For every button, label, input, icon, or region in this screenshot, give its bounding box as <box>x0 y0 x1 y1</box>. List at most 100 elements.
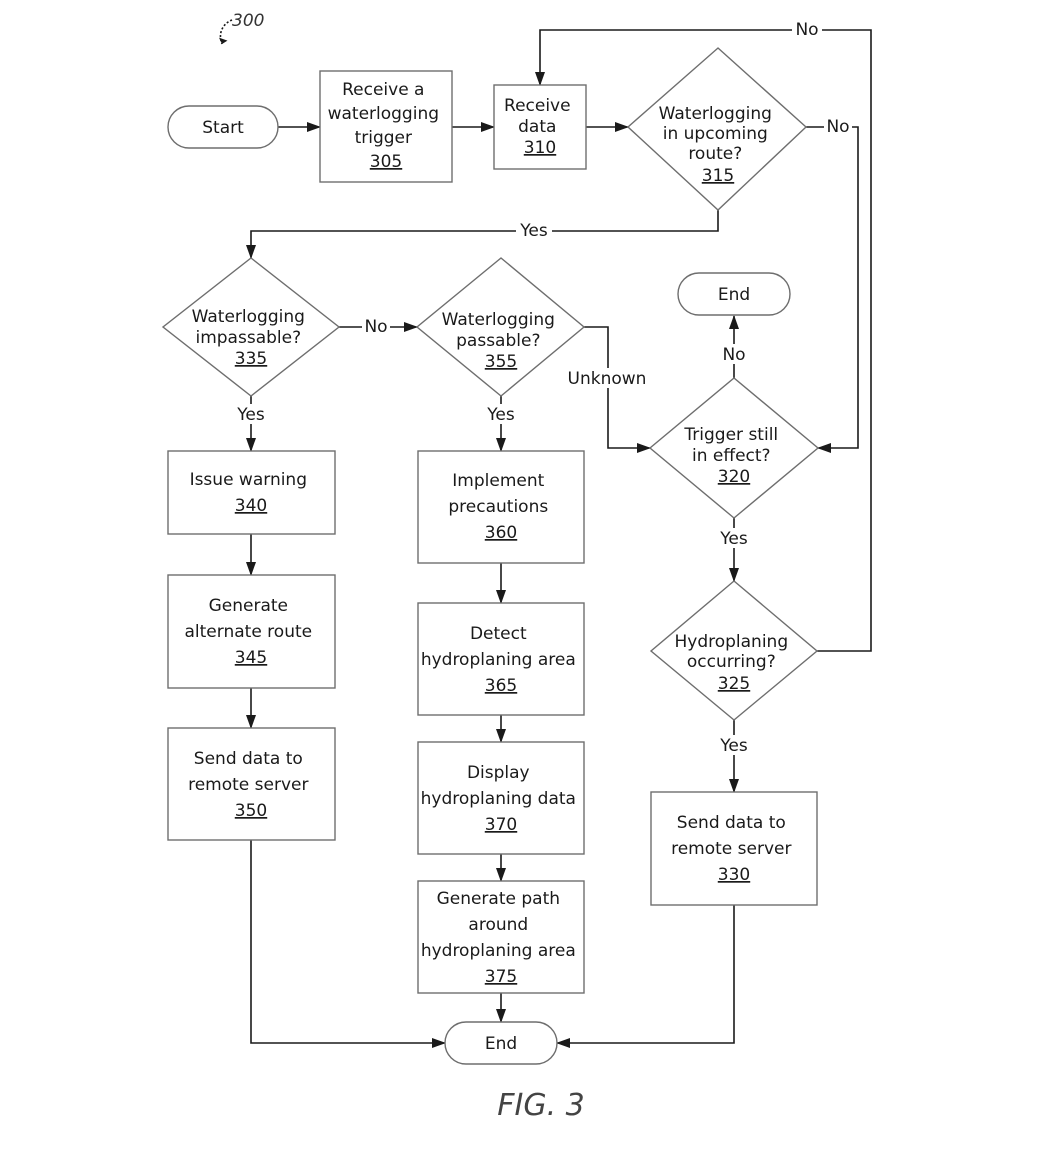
node-330-number: 330 <box>718 865 750 885</box>
process-box-330: Send data to remote server 330 <box>650 791 818 906</box>
edge-315-no-320 <box>806 126 859 453</box>
svg-text:Display hydroplaning dat: Display hydroplaning data 370 <box>421 763 582 835</box>
svg-text:Waterlogging impassable?: Waterlogging impassable? 335 <box>192 307 311 369</box>
node-375-line: Generate path <box>437 889 560 909</box>
node-315-number: 315 <box>702 166 734 186</box>
edge-325-no-310 <box>535 29 872 652</box>
decision-diamond-325: Hydroplaning occurring? 325 <box>649 580 819 721</box>
node-340-line: Issue warning <box>190 470 307 490</box>
process-box-360: Implement precautions 360 <box>417 450 585 564</box>
edge-label-unknown-355: Unknown <box>568 369 647 389</box>
edge-330-end <box>556 905 735 1048</box>
process-box-305: Receive a waterlogging trigger 305 <box>319 70 453 183</box>
svg-text:Send data to remote serv: Send data to remote server 350 <box>188 749 314 821</box>
node-370-line: hydroplaning data <box>421 789 576 809</box>
node-335-line: Waterlogging <box>192 307 305 327</box>
svg-text:Issue warning 340: Issue warning 340 <box>190 470 313 516</box>
edge-label-yes-315: Yes <box>519 221 548 241</box>
terminal-end-bottom-label: End <box>485 1034 517 1054</box>
node-365-line: Detect <box>470 624 527 644</box>
node-355-line: Waterlogging <box>442 310 555 330</box>
svg-text:Implement precautions: Implement precautions 360 <box>448 471 553 543</box>
svg-text:Receive data 310: Receive data 310 <box>504 96 576 158</box>
svg-text:Generate alternate route: Generate alternate route 345 <box>185 596 318 668</box>
node-360-line: Implement <box>452 471 544 491</box>
node-355-line: passable? <box>456 331 540 351</box>
node-310-line: Receive <box>504 96 571 116</box>
edge-label-no-315: No <box>826 117 849 137</box>
node-355-number: 355 <box>485 352 517 372</box>
svg-text:Generate path around: Generate path around hydroplaning area 3… <box>421 889 581 987</box>
node-330-line: remote server <box>671 839 791 859</box>
terminal-end-bottom: End <box>444 1021 558 1065</box>
node-350-number: 350 <box>235 801 267 821</box>
node-370-number: 370 <box>485 815 517 835</box>
node-350-line: Send data to <box>194 749 303 769</box>
node-325-line: occurring? <box>687 652 776 672</box>
svg-text:Hydroplaning occurring?: Hydroplaning occurring? 325 <box>674 632 793 694</box>
node-345-line: alternate route <box>185 622 313 642</box>
terminal-end-top-label: End <box>718 285 750 305</box>
node-335-number: 335 <box>235 349 267 369</box>
node-360-line: precautions <box>448 497 548 517</box>
edge-350-end <box>250 840 446 1048</box>
figure-ref-number: 300 <box>232 11 264 31</box>
terminal-end-top: End <box>677 272 791 316</box>
node-305-number: 305 <box>370 152 402 172</box>
node-325-line: Hydroplaning <box>674 632 788 652</box>
svg-text:Trigger still in effect?: Trigger still in effect? 320 <box>683 425 783 487</box>
node-340-number: 340 <box>235 496 267 516</box>
terminal-start: Start <box>167 105 279 149</box>
edge-label-no-320: No <box>722 345 745 365</box>
node-360-number: 360 <box>485 523 517 543</box>
edge-label-yes-325: Yes <box>719 736 748 756</box>
process-box-345: Generate alternate route 345 <box>167 574 336 689</box>
node-315-line: Waterlogging <box>659 104 772 124</box>
edge-315-yes-335 <box>246 210 719 259</box>
svg-text:Send data to remote serv: Send data to remote server 330 <box>671 813 797 885</box>
node-375-number: 375 <box>485 967 517 987</box>
svg-text:Detect hydroplaning area: Detect hydroplaning area 365 <box>421 624 581 696</box>
process-box-340: Issue warning 340 <box>167 450 336 535</box>
node-375-line: hydroplaning area <box>421 941 576 961</box>
figure-caption: FIG. 3 <box>497 1088 585 1123</box>
node-315-line: in upcoming <box>663 124 768 144</box>
node-330-line: Send data to <box>677 813 786 833</box>
process-box-375: Generate path around hydroplaning area 3… <box>417 880 585 994</box>
decision-diamond-355: Waterlogging passable? 355 <box>415 257 586 397</box>
node-305-line: waterlogging <box>328 104 439 124</box>
ref-leader-arrowhead <box>219 37 228 44</box>
node-310-line: data <box>518 117 556 137</box>
node-325-number: 325 <box>718 674 750 694</box>
node-365-line: hydroplaning area <box>421 650 576 670</box>
process-box-310: Receive data 310 <box>493 84 587 170</box>
node-315-line: route? <box>688 144 742 164</box>
node-350-line: remote server <box>188 775 308 795</box>
decision-diamond-335: Waterlogging impassable? 335 <box>161 257 341 397</box>
edge-labels: No No Yes No Yes Yes Unknown No Yes Yes <box>234 19 852 756</box>
svg-text:Receive a waterlogging: Receive a waterlogging trigger 305 <box>328 80 445 172</box>
decision-diamond-315: Waterlogging in upcoming route? 315 <box>626 47 808 211</box>
node-310-number: 310 <box>524 138 556 158</box>
edge-label-yes-320: Yes <box>719 529 748 549</box>
process-box-370: Display hydroplaning data 370 <box>417 741 585 855</box>
edge-label-no-loop: No <box>795 20 818 40</box>
node-365-number: 365 <box>485 676 517 696</box>
process-box-350: Send data to remote server 350 <box>167 727 336 841</box>
edge-label-yes-335: Yes <box>236 405 265 425</box>
process-box-365: Detect hydroplaning area 365 <box>417 602 585 716</box>
node-335-line: impassable? <box>195 328 301 348</box>
edge-label-no-335: No <box>364 317 387 337</box>
edge-label-yes-355: Yes <box>486 405 515 425</box>
svg-text:Waterlogging passable?: Waterlogging passable? 355 <box>442 310 561 372</box>
svg-text:Waterlogging in upcoming: Waterlogging in upcoming route? 315 <box>659 104 778 186</box>
terminal-start-label: Start <box>202 118 244 138</box>
node-320-line: Trigger still <box>683 425 778 445</box>
node-345-line: Generate <box>209 596 288 616</box>
node-370-line: Display <box>467 763 530 783</box>
node-305-line: Receive a <box>342 80 424 100</box>
node-305-line: trigger <box>355 128 412 148</box>
node-345-number: 345 <box>235 648 267 668</box>
decision-diamond-320: Trigger still in effect? 320 <box>648 377 820 519</box>
